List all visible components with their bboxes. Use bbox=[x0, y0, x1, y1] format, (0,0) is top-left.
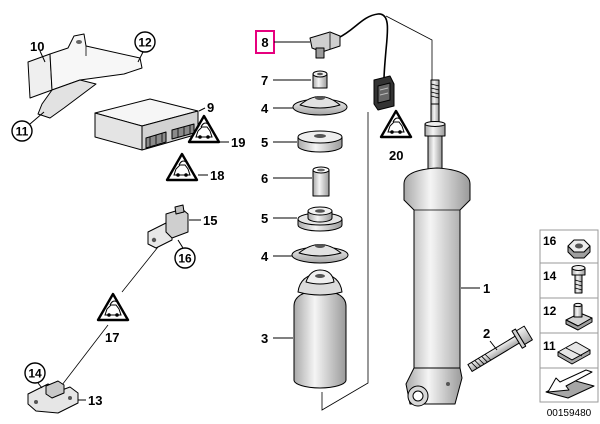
callout-5-upper: 5 bbox=[261, 135, 268, 150]
spring-clip-icon bbox=[557, 341, 591, 365]
circled-callout-12: 12 bbox=[134, 31, 156, 53]
direction-arrow-icon bbox=[545, 369, 595, 399]
callout-17: 17 bbox=[105, 330, 119, 345]
callout-12: 12 bbox=[138, 36, 152, 50]
legend-label-12: 12 bbox=[543, 304, 557, 318]
circled-callout-11: 11 bbox=[11, 120, 33, 142]
hex-nut-icon bbox=[567, 239, 591, 259]
warning-triangle-icon bbox=[379, 109, 413, 139]
bump-stop-part-3 bbox=[293, 269, 347, 389]
rubber-mount-part-5-lower bbox=[297, 206, 343, 232]
callout-18: 18 bbox=[210, 168, 224, 183]
callout-5-lower: 5 bbox=[261, 211, 268, 226]
callout-2: 2 bbox=[483, 326, 490, 341]
sensor-part-15 bbox=[147, 204, 189, 249]
legend-label-14: 14 bbox=[543, 269, 557, 283]
callout-7: 7 bbox=[261, 73, 268, 88]
bushing-part-7 bbox=[312, 70, 328, 89]
legend-label-16: 16 bbox=[543, 234, 557, 248]
rubber-mount-part-5-upper bbox=[297, 130, 343, 153]
ride-height-sensor-part-8 bbox=[309, 13, 389, 81]
warning-triangle-icon bbox=[165, 152, 199, 182]
hardware-legend-panel: 16 14 12 11 bbox=[539, 229, 599, 403]
callout-8: 8 bbox=[261, 35, 268, 50]
callout-13: 13 bbox=[88, 393, 102, 408]
callout-14: 14 bbox=[28, 367, 42, 381]
shock-absorber-part-1 bbox=[403, 79, 471, 407]
circled-callout-16: 16 bbox=[174, 247, 196, 269]
callout-11: 11 bbox=[16, 125, 29, 139]
support-disc-part-4-lower bbox=[291, 244, 349, 264]
leader-2 bbox=[489, 340, 498, 351]
bracket-part-10 bbox=[27, 33, 143, 119]
guide-line bbox=[321, 112, 369, 411]
connection-line bbox=[61, 324, 109, 386]
callout-10: 10 bbox=[30, 39, 44, 54]
callout-16: 16 bbox=[178, 252, 192, 266]
spacer-tube-part-6 bbox=[312, 166, 330, 197]
callout-20: 20 bbox=[389, 148, 403, 163]
callout-1: 1 bbox=[483, 281, 490, 296]
callout-3: 3 bbox=[261, 331, 268, 346]
sensor-part-13 bbox=[27, 380, 79, 414]
callout-15: 15 bbox=[203, 213, 217, 228]
circled-callout-14: 14 bbox=[24, 362, 46, 384]
warning-triangle-icon bbox=[96, 292, 130, 322]
callout-4-upper: 4 bbox=[261, 101, 269, 116]
legend-label-11: 11 bbox=[543, 339, 556, 353]
connection-line bbox=[121, 246, 159, 293]
leader-12 bbox=[137, 51, 144, 63]
leader-11 bbox=[29, 111, 45, 125]
control-unit-part-9 bbox=[94, 98, 199, 151]
bolt-part-2 bbox=[467, 325, 533, 372]
callout-4-lower: 4 bbox=[261, 249, 269, 264]
leader-10 bbox=[39, 50, 46, 63]
connector-part-20 bbox=[373, 75, 395, 111]
support-disc-part-4-upper bbox=[292, 96, 348, 116]
bolt-icon bbox=[571, 265, 586, 294]
clip-nut-icon bbox=[565, 302, 593, 331]
leader-16 bbox=[177, 239, 184, 249]
guide-line bbox=[385, 15, 433, 82]
diagram-id: 00159480 bbox=[547, 408, 592, 419]
callout-6: 6 bbox=[261, 171, 268, 186]
leader-9 bbox=[198, 107, 206, 112]
callout-9: 9 bbox=[207, 100, 214, 115]
leader-14 bbox=[37, 382, 43, 389]
callout-19: 19 bbox=[231, 135, 245, 150]
